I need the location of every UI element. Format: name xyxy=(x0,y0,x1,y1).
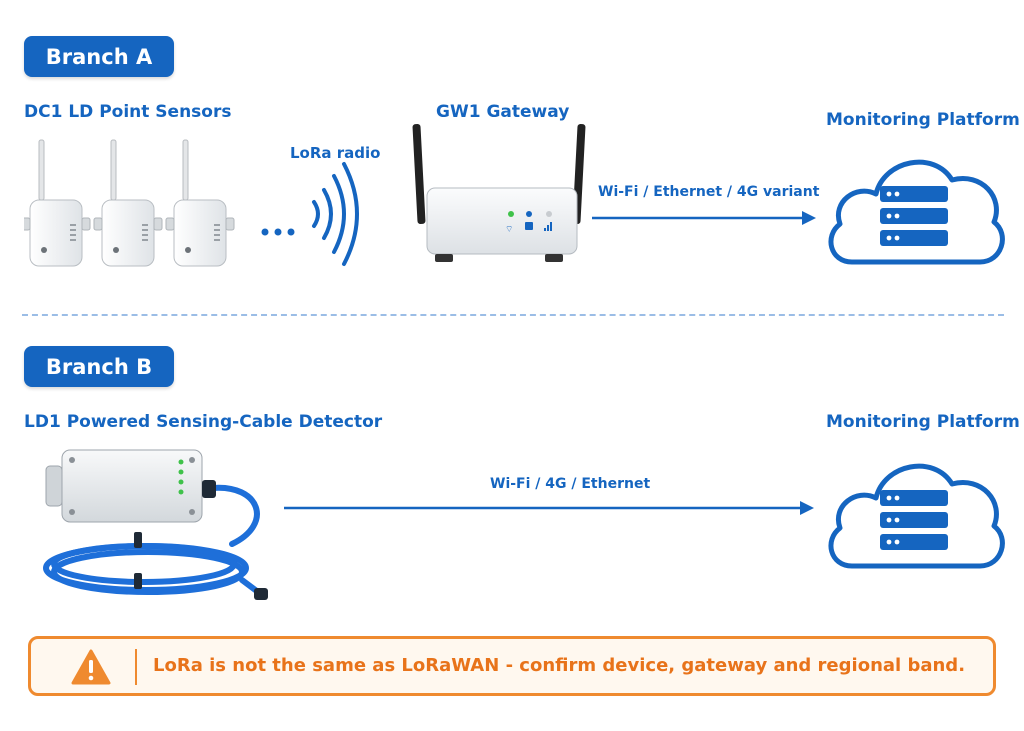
branch-a-arrow xyxy=(592,211,816,225)
gateway-title: GW1 Gateway xyxy=(436,102,570,122)
branch-b-link-label: Wi-Fi / 4G / Ethernet xyxy=(490,476,651,492)
branch-a-platform-title: Monitoring Platform xyxy=(826,110,1020,130)
warning-separator xyxy=(135,649,137,685)
sensors-title: DC1 LD Point Sensors xyxy=(24,102,232,122)
branch-a-badge-label: Branch A xyxy=(45,44,153,69)
ellipsis-icon xyxy=(261,228,295,236)
branch-a-badge: Branch A xyxy=(24,36,174,77)
warning-triangle-icon xyxy=(71,649,111,685)
point-sensors-illustration xyxy=(24,139,295,267)
warning-text: LoRa is not the same as LoRaWAN - confir… xyxy=(153,655,966,676)
warning-banner: LoRa is not the same as LoRaWAN - confir… xyxy=(28,636,996,696)
branch-b-badge-label: Branch B xyxy=(45,354,153,379)
sensor-2 xyxy=(93,139,163,267)
cloud-server-icon xyxy=(828,463,1005,569)
branch-b-arrow xyxy=(284,501,814,515)
lora-radio-label: LoRa radio xyxy=(290,144,381,162)
sensing-cable-detector-illustration xyxy=(43,449,268,600)
branch-a-link-label: Wi-Fi / Ethernet / 4G variant xyxy=(598,184,820,200)
sensor-1 xyxy=(24,139,91,267)
sensor-3 xyxy=(165,139,235,267)
branch-b-badge: Branch B xyxy=(24,346,174,387)
radio-waves-icon xyxy=(312,162,359,266)
branch-divider xyxy=(22,314,1004,316)
branch-b-platform-title: Monitoring Platform xyxy=(826,412,1020,432)
svg-text:⌔: ⌔ xyxy=(505,225,513,235)
cloud-server-icon xyxy=(828,159,1005,265)
detector-title: LD1 Powered Sensing-Cable Detector xyxy=(24,412,383,432)
gateway-illustration: ⌔ xyxy=(412,124,586,262)
